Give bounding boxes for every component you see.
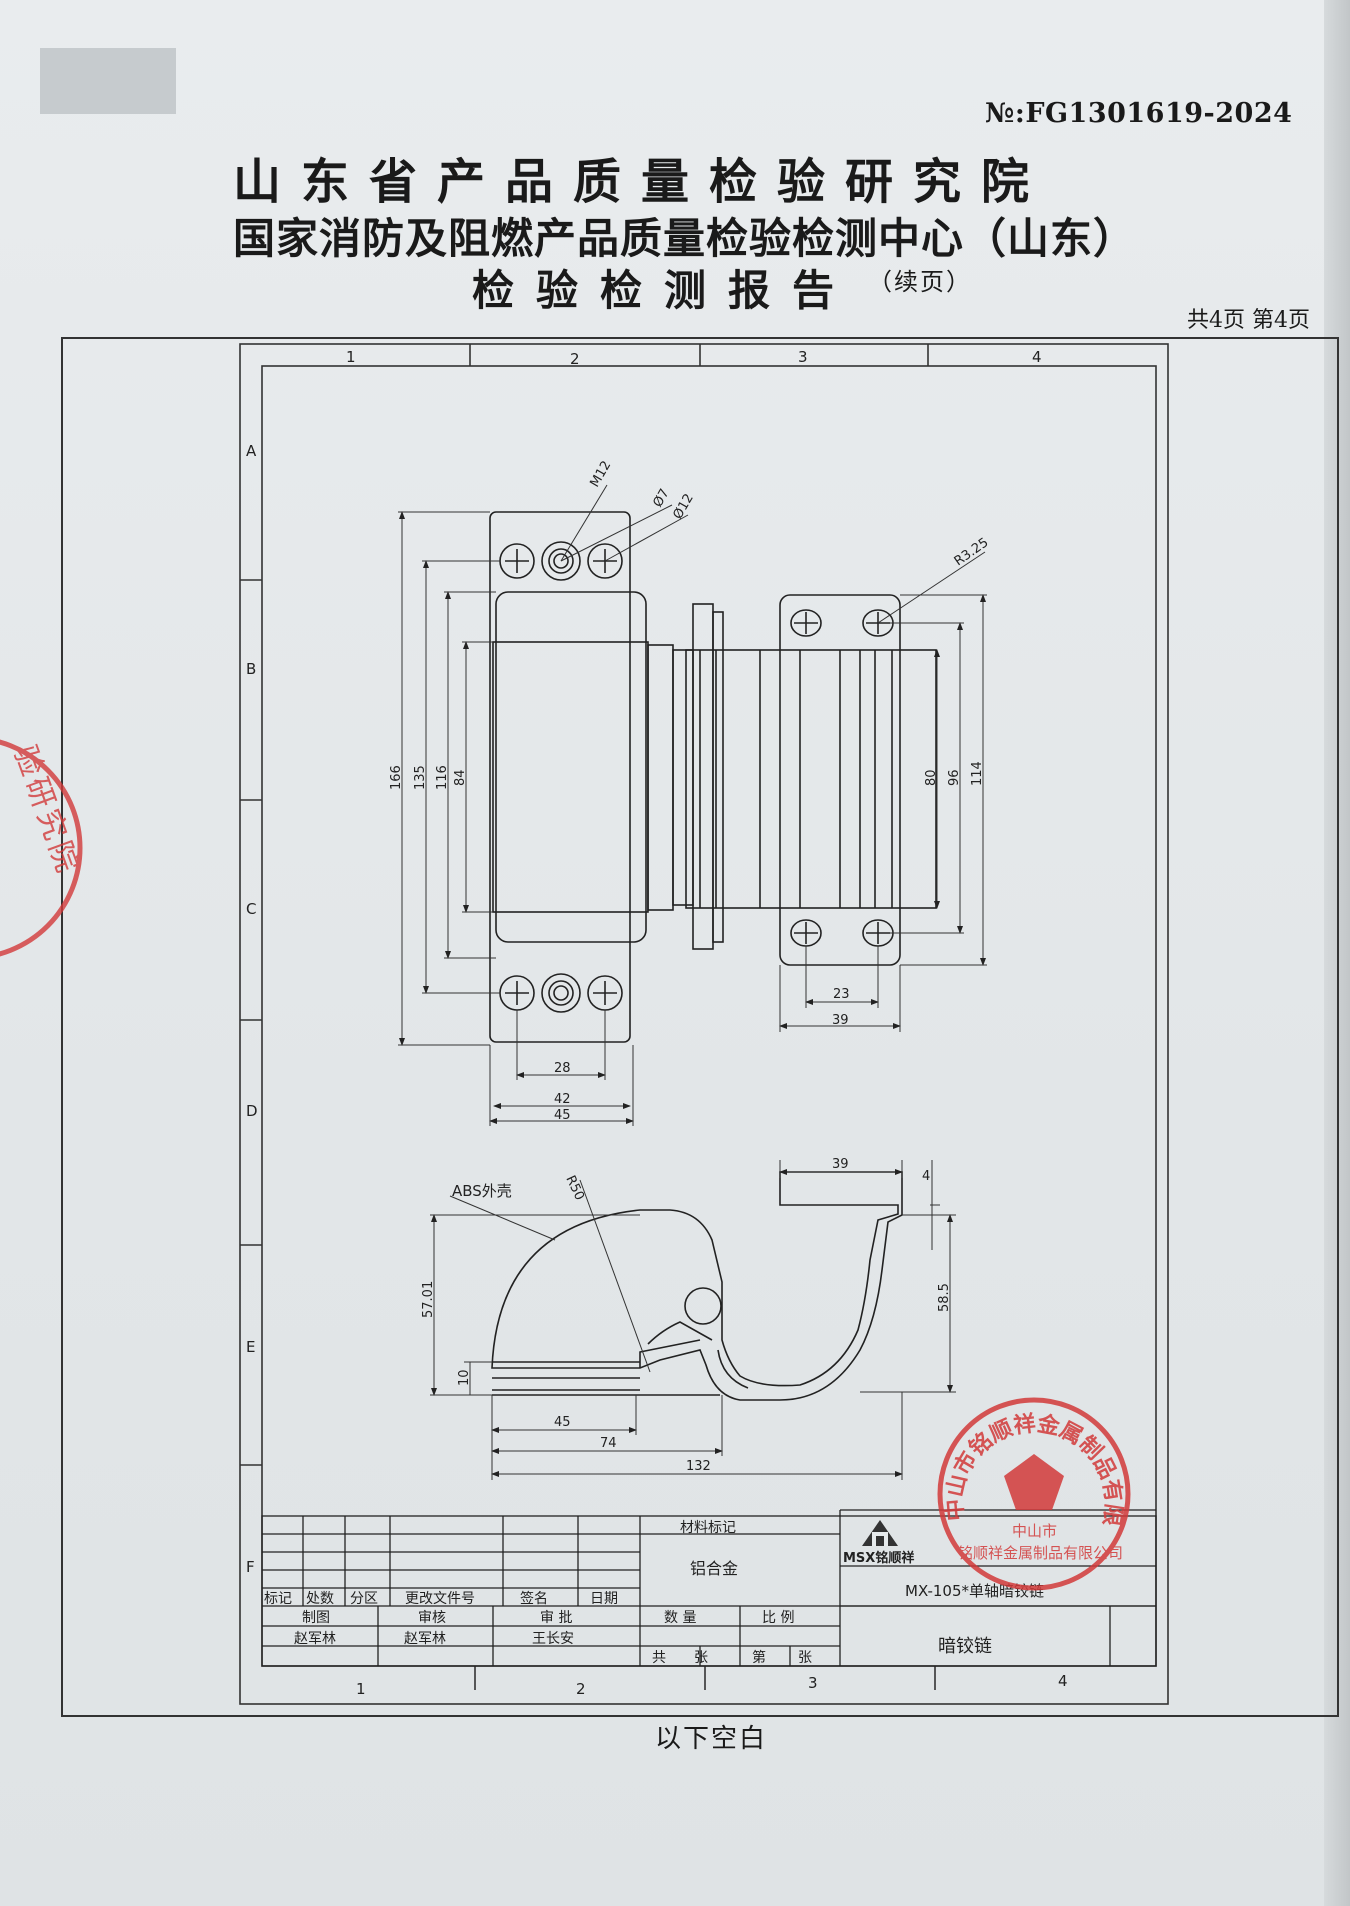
zone-left-f: F — [246, 1558, 255, 1576]
side-dim-45: 45 — [554, 1415, 571, 1430]
dim-45: 45 — [554, 1108, 571, 1123]
rev-header-sign: 签名 — [520, 1590, 548, 1607]
report-frame — [61, 337, 1339, 1717]
zone-top-1: 1 — [346, 348, 356, 366]
report-number: №:FG1301619-2024 — [985, 98, 1293, 129]
role-draw: 制图 — [302, 1610, 330, 1626]
front-dimension-lines — [398, 484, 987, 1126]
callout-r325: R3.25 — [952, 535, 992, 569]
continued-label: （续页） — [868, 268, 972, 296]
title-block-grid — [261, 1509, 1157, 1667]
zone-left-d: D — [246, 1102, 258, 1120]
dim-84: 84 — [453, 769, 468, 786]
role-review: 审核 — [418, 1610, 446, 1626]
side-dim-132: 132 — [686, 1459, 711, 1474]
sheet-label: 张 — [694, 1650, 708, 1666]
side-dim-74: 74 — [600, 1436, 617, 1451]
company-logo-text: MSX铭顺祥 — [843, 1550, 914, 1566]
dim-80: 80 — [924, 769, 939, 786]
zone-bottom-1: 1 — [356, 1680, 366, 1698]
dim-42: 42 — [554, 1092, 571, 1107]
role-approve: 审 批 — [540, 1610, 572, 1626]
material-heading: 材料标记 — [680, 1520, 736, 1536]
side-dim-4: 4 — [922, 1169, 930, 1184]
material-value: 铝合金 — [690, 1559, 738, 1578]
rev-header-count: 处数 — [306, 1591, 334, 1607]
page-label: 第 — [752, 1649, 766, 1666]
side-dimension-lines — [430, 1160, 956, 1480]
center-title: 国家消防及阻燃产品质量检验检测中心（山东） — [233, 214, 1137, 263]
rev-header-mark: 标记 — [264, 1591, 292, 1607]
front-view — [489, 511, 937, 1043]
dim-28: 28 — [554, 1061, 571, 1076]
zone-bottom-3: 3 — [808, 1674, 818, 1692]
zone-left-b: B — [246, 660, 256, 678]
dim-166: 166 — [389, 765, 404, 790]
company-logo-icon — [862, 1520, 898, 1546]
model-name: MX-105*单轴暗铰链 — [905, 1582, 1044, 1600]
dim-116: 116 — [435, 765, 450, 790]
name-review: 赵军林 — [404, 1631, 446, 1647]
sheet-label-2: 张 — [798, 1650, 812, 1666]
name-draw: 赵军林 — [294, 1631, 336, 1647]
side-dim-10: 10 — [457, 1369, 472, 1386]
callout-abs: ABS外壳 — [452, 1182, 512, 1200]
institute-title: 山东省产品质量检验研究院 — [233, 154, 1050, 210]
dim-114: 114 — [970, 761, 985, 786]
side-dim-585: 58.5 — [937, 1283, 952, 1312]
side-dim-39: 39 — [832, 1157, 849, 1172]
scale-label: 比 例 — [762, 1610, 794, 1626]
redacted-block — [40, 48, 176, 114]
side-view — [491, 1171, 903, 1401]
zone-top-3: 3 — [798, 348, 808, 366]
zone-left-c: C — [246, 900, 256, 918]
dim-135: 135 — [413, 765, 428, 790]
zone-top-2: 2 — [570, 350, 580, 368]
zone-left-e: E — [246, 1338, 255, 1356]
rev-header-doc: 更改文件号 — [405, 1591, 475, 1607]
callout-m12: M12 — [587, 458, 614, 490]
company-seal-sub-text: 铭顺祥金属制品有限公司 — [958, 1544, 1123, 1562]
part-name: 暗铰链 — [938, 1636, 992, 1657]
below-blank-note: 以下空白 — [655, 1724, 768, 1754]
page-info: 共4页 第4页 — [1187, 308, 1310, 333]
zone-bottom-2: 2 — [576, 1680, 586, 1698]
report-title: 检验检测报告 — [472, 266, 857, 315]
rev-header-zone: 分区 — [350, 1591, 378, 1607]
zone-top-4: 4 — [1032, 348, 1042, 366]
total-label: 共 — [652, 1650, 666, 1666]
side-dim-5701: 57.01 — [421, 1281, 436, 1318]
callout-r50: R50 — [562, 1173, 586, 1203]
zone-left-a: A — [246, 442, 257, 460]
company-seal-center-text: 中山市 — [1012, 1522, 1057, 1540]
callout-phi12: Ø12 — [670, 491, 696, 522]
dim-39: 39 — [832, 1013, 849, 1028]
zone-bottom-4: 4 — [1058, 1672, 1068, 1690]
qty-label: 数 量 — [664, 1610, 696, 1626]
institute-seal-partial: 验研究院 — [0, 739, 86, 957]
dim-23: 23 — [833, 987, 850, 1002]
rev-header-date: 日期 — [590, 1591, 618, 1607]
name-approve: 王长安 — [532, 1631, 574, 1647]
dim-96: 96 — [947, 769, 962, 786]
